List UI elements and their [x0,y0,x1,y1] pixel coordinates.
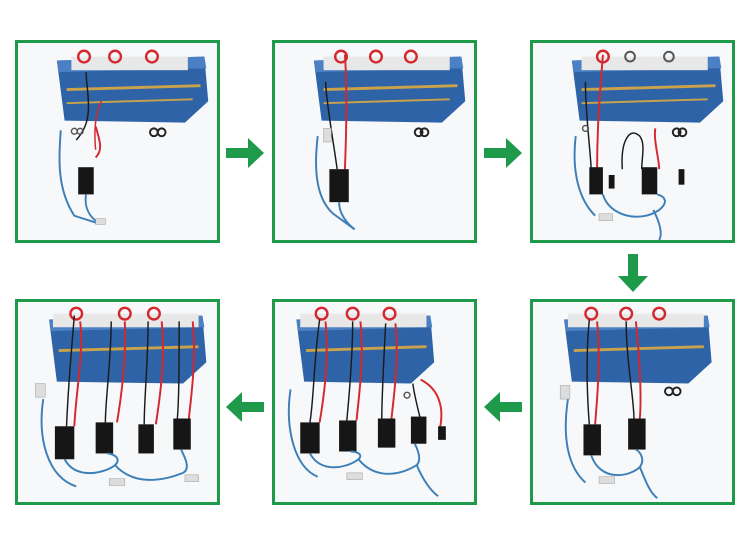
arrow-right-icon [482,136,524,170]
battery-pack-four-modules-complete-image [18,302,217,502]
step-4-photo [530,299,735,505]
battery-pack-four-modules-image [275,302,474,502]
arrow-down-icon [616,252,650,294]
step-6-photo [15,299,220,505]
battery-pack-1-module-image [18,43,217,240]
step-2-photo [272,40,477,243]
step-1-photo [15,40,220,243]
step-3-photo [530,40,735,243]
arrow-left-icon [482,390,524,424]
battery-pack-two-modules-image [533,43,732,240]
battery-pack-two-modules-chained-image [533,302,732,502]
arrow-right-icon [224,136,266,170]
step-5-photo [272,299,477,505]
arrow-left-icon [224,390,266,424]
battery-pack-connected-image [275,43,474,240]
